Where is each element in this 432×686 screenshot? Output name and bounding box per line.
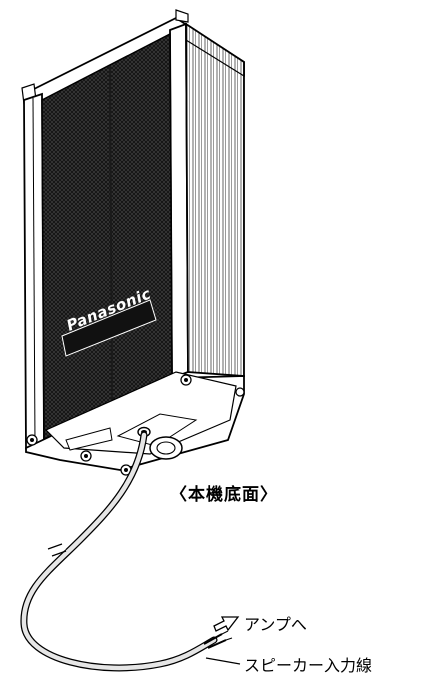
base-screws (26, 374, 245, 476)
wire-label-leader (205, 657, 241, 665)
front-frame-left (23, 92, 45, 450)
side-panel (185, 22, 245, 377)
speaker-grille (41, 32, 173, 442)
bottom-base (25, 371, 245, 471)
front-frame-right (169, 22, 189, 380)
speaker-cable (20, 431, 218, 672)
base-port (149, 436, 183, 460)
bottom-view-label: 〈本機底面〉 (170, 485, 278, 505)
to-amplifier-arrow (213, 616, 240, 632)
brand-plate (61, 299, 157, 357)
wire-ends (203, 630, 233, 649)
speaker-input-wire-label: スピーカー入力線 (244, 656, 373, 675)
to-amplifier-label: アンプへ (244, 615, 307, 634)
